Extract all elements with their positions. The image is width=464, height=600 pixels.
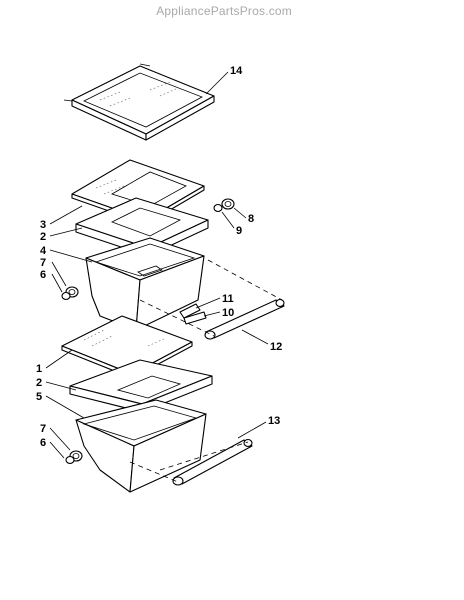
shelf-part-14 xyxy=(63,63,215,141)
washer-part-9 xyxy=(213,203,223,213)
callout-2-upper: 2 xyxy=(40,231,46,243)
callout-13: 13 xyxy=(268,415,280,427)
callout-10: 10 xyxy=(222,307,234,319)
slide-part-12 xyxy=(204,298,285,340)
slide-part-13 xyxy=(172,438,253,486)
callout-labels: 14 3 2 4 7 6 8 9 11 10 12 1 2 5 7 6 13 xyxy=(36,65,282,449)
callout-4: 4 xyxy=(40,245,47,257)
callout-8: 8 xyxy=(248,213,254,225)
callout-7-lower: 7 xyxy=(40,423,46,435)
callout-5: 5 xyxy=(36,391,42,403)
callout-9: 9 xyxy=(236,225,242,237)
clip-part-11 xyxy=(179,303,201,319)
leader-lines xyxy=(45,71,269,459)
callout-7-upper: 7 xyxy=(40,257,46,269)
callout-11: 11 xyxy=(222,293,234,305)
assembly-lines xyxy=(129,259,283,483)
callout-2-lower: 2 xyxy=(36,377,42,389)
crisper-drawer-part-5 xyxy=(75,399,207,493)
callout-3: 3 xyxy=(40,219,46,231)
site-watermark: AppliancePartsPros.com xyxy=(156,4,292,18)
washer-part-6-upper xyxy=(61,291,71,301)
callout-1: 1 xyxy=(36,363,42,375)
callout-14: 14 xyxy=(230,65,243,77)
callout-12: 12 xyxy=(270,341,282,353)
callout-6-upper: 6 xyxy=(40,269,46,281)
washer-part-6-lower xyxy=(65,455,75,465)
callout-6-lower: 6 xyxy=(40,437,46,449)
fastener-part-8 xyxy=(221,198,235,210)
crisper-drawer-part-4 xyxy=(85,237,205,331)
bracket-part-10 xyxy=(183,311,207,325)
